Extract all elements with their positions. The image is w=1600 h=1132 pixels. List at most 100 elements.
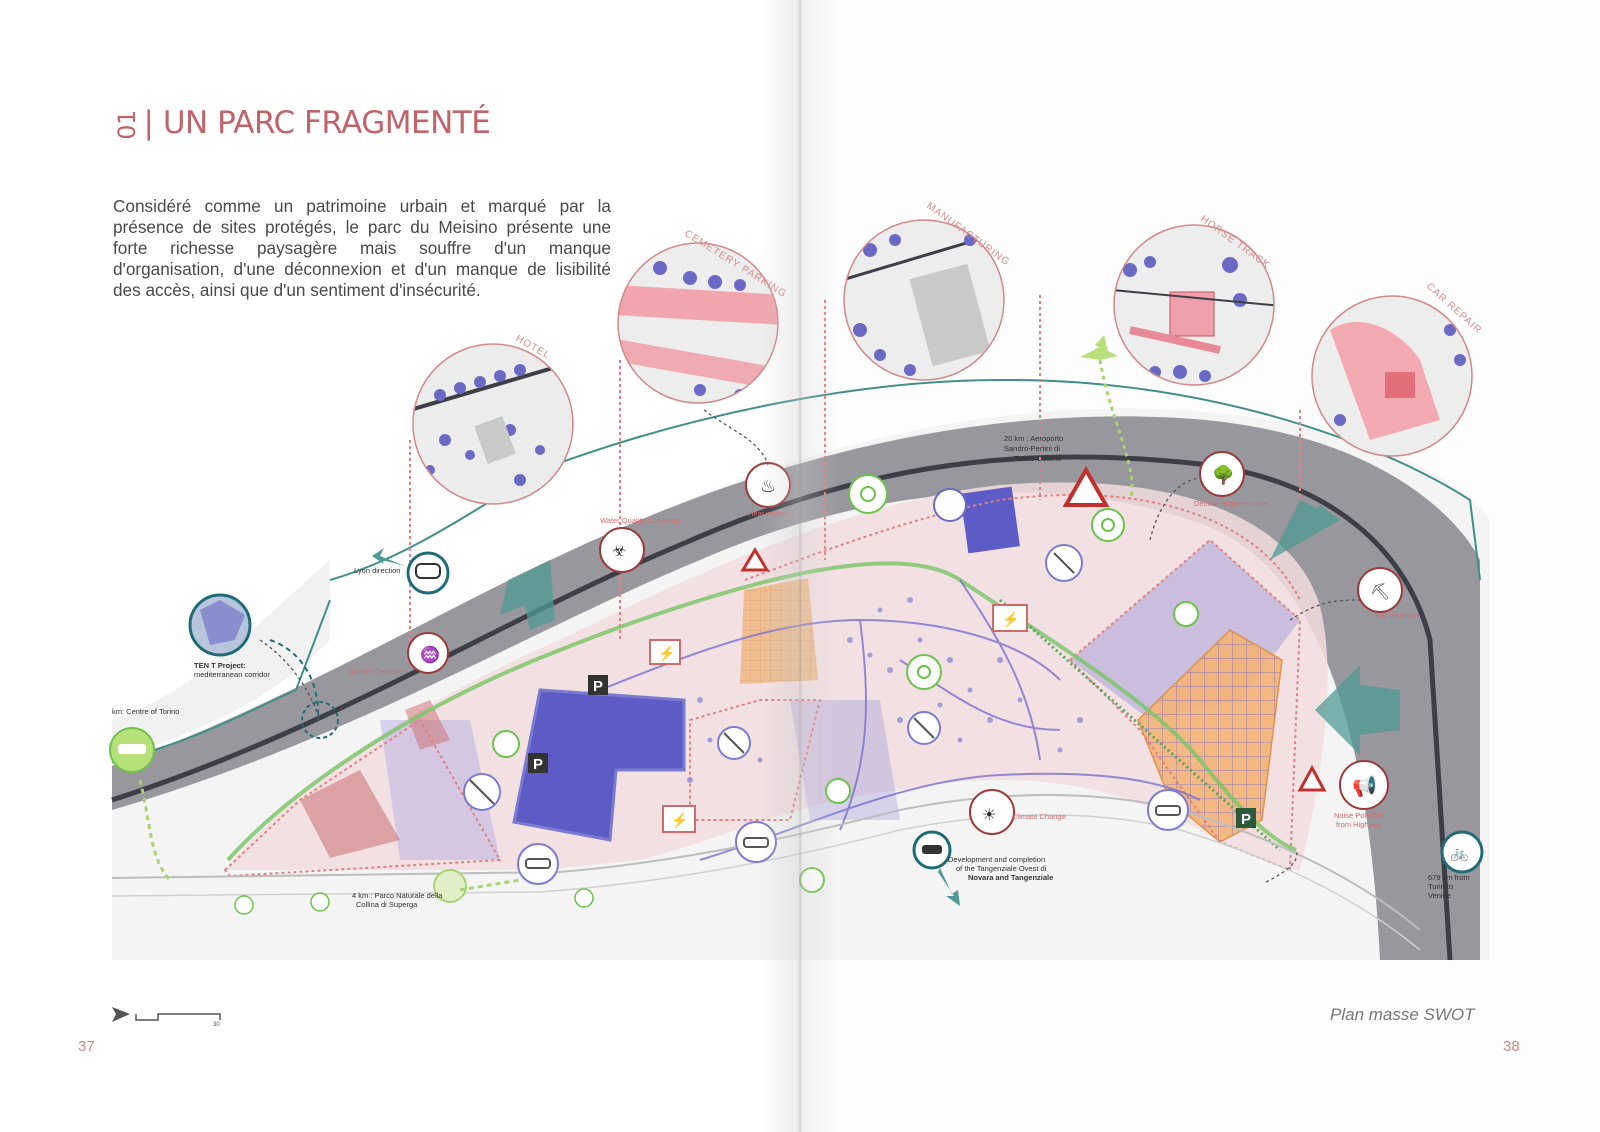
page-number-left: 37 bbox=[78, 1038, 95, 1055]
map-caption: Plan masse SWOT bbox=[1330, 1005, 1475, 1024]
callout-manufacturing bbox=[843, 219, 1005, 381]
car-icon bbox=[109, 727, 155, 773]
globe-icon bbox=[188, 593, 252, 657]
callout-horse-track bbox=[1113, 224, 1275, 386]
green-cover-label: Decline of green cover bbox=[1194, 499, 1270, 508]
tent-label-1: TEN T Project: bbox=[194, 661, 246, 670]
callout-car-repair bbox=[1311, 295, 1473, 457]
svg-text:📢: 📢 bbox=[1352, 774, 1377, 798]
svg-text:🌳: 🌳 bbox=[1212, 464, 1234, 485]
leaf-icon-2 bbox=[1091, 508, 1125, 542]
tent-label-2: mediterranean corridor bbox=[194, 670, 270, 679]
parking-icon: P bbox=[588, 675, 608, 695]
dev-label-3: Novara and Tangenziale bbox=[968, 873, 1053, 882]
dev-label-2: of the Tangenziale Ovest di bbox=[956, 864, 1047, 873]
electric-icon-2: ⚡ bbox=[992, 604, 1028, 632]
hotel-zone-2 bbox=[405, 700, 450, 750]
leaf-icon-6 bbox=[1173, 601, 1199, 627]
book-gutter bbox=[760, 0, 840, 1132]
parking-label-3: P bbox=[1241, 811, 1251, 828]
teal-dashed-ring bbox=[301, 701, 339, 739]
centre-label: km: Centre of Torino bbox=[112, 707, 179, 716]
soil-icon: ⛏ bbox=[1357, 567, 1403, 613]
svg-text:⚡: ⚡ bbox=[658, 645, 675, 662]
water-quality-label: Water Quality Concerns bbox=[600, 516, 680, 525]
megaphone-icon: 📢 bbox=[1339, 760, 1389, 810]
airport-label-3: Torino Caselle bbox=[1014, 454, 1062, 463]
no-walking-icon bbox=[463, 773, 501, 811]
lyon-arrow bbox=[372, 548, 405, 566]
intro-paragraph: Considéré comme un patrimoine urbain et … bbox=[113, 196, 611, 300]
no-walking-icon-2 bbox=[717, 726, 751, 760]
svg-text:🚲: 🚲 bbox=[1450, 845, 1469, 862]
leaf-icon-8 bbox=[433, 869, 467, 903]
hotel-zone bbox=[300, 770, 400, 858]
lyon-label: Lyon direction bbox=[354, 566, 400, 575]
green-dashed-link bbox=[138, 779, 172, 882]
no-walking-icon-3 bbox=[907, 711, 941, 745]
svg-text:⚡: ⚡ bbox=[671, 812, 688, 829]
teal-down-arrow bbox=[938, 868, 960, 906]
teal-dashed-link bbox=[269, 639, 320, 721]
bicycle-icon: 🚲 bbox=[1440, 830, 1484, 874]
svg-text:⚡: ⚡ bbox=[1002, 611, 1019, 628]
dev-label-1: Development and completion bbox=[948, 855, 1045, 864]
green-dashed-link-2 bbox=[459, 878, 521, 892]
warning-icon-right bbox=[1297, 764, 1327, 792]
airport-label-2: Sandro-Pertini di bbox=[1004, 444, 1060, 453]
soil-label: Soil depletion bbox=[1374, 611, 1419, 620]
noise-label-1: Noise Pollution bbox=[1334, 811, 1384, 820]
noise-label-2: from Highway bbox=[1336, 820, 1382, 829]
airport-label-1: 20 km : Aeroporto bbox=[1004, 434, 1063, 443]
callout-hotel bbox=[412, 343, 574, 505]
climate-label: Climate Change bbox=[1012, 812, 1066, 821]
parking-icon-3: P bbox=[1236, 808, 1256, 828]
warning-icon bbox=[1062, 465, 1110, 507]
aquifer-icon: ♒ bbox=[407, 632, 449, 674]
parking-label-1: P bbox=[593, 678, 603, 695]
plane-icon bbox=[1080, 335, 1134, 501]
climate-icon: ☀ bbox=[969, 789, 1015, 835]
manufacturing-building bbox=[960, 486, 1020, 554]
car-purple-icon bbox=[517, 843, 559, 885]
venice-label-3: Venice bbox=[1428, 891, 1451, 900]
svg-text:⛏: ⛏ bbox=[1370, 583, 1390, 601]
left-bank-ground bbox=[112, 560, 330, 760]
leaf-icon-4 bbox=[492, 730, 520, 758]
teal-arrows bbox=[500, 500, 1400, 755]
green-corridor bbox=[226, 561, 1297, 862]
parking-label-2: P bbox=[533, 756, 543, 773]
train-icon bbox=[406, 551, 450, 595]
svg-text:☣: ☣ bbox=[612, 543, 626, 560]
svg-text:♒: ♒ bbox=[420, 645, 440, 664]
title-text: | UN PARC FRAGMENTÉ bbox=[143, 105, 491, 141]
basin-icon bbox=[933, 488, 967, 522]
superga-label-1: 4 km : Parco Naturale della bbox=[352, 891, 443, 900]
scale-end-label: 30 bbox=[213, 1022, 220, 1028]
bottom-road bbox=[111, 794, 1421, 931]
map-labels: 20 km : Aeroporto Sandro-Pertini di Tori… bbox=[112, 434, 1470, 909]
leaf-icon-3 bbox=[906, 654, 942, 690]
no-walking-icon-4 bbox=[1045, 544, 1083, 582]
venice-label-2: Turin to bbox=[1428, 882, 1453, 891]
bus-stop-icon bbox=[234, 888, 594, 915]
page-title: 01| UN PARC FRAGMENTÉ bbox=[112, 105, 491, 141]
electric-icon-3: ⚡ bbox=[662, 805, 696, 833]
svg-text:☀: ☀ bbox=[982, 807, 996, 824]
leaf-icon bbox=[848, 474, 888, 514]
car-purple-icon-3 bbox=[1147, 789, 1189, 831]
electric-icon: ⚡ bbox=[649, 639, 681, 665]
aquifer-label: Aquifer Depletion bbox=[349, 667, 407, 676]
title-number: 01 bbox=[112, 110, 141, 140]
page-number-right: 38 bbox=[1503, 1038, 1520, 1055]
tree-decline-icon: 🌳 bbox=[1199, 451, 1245, 497]
built-zone-purple-3 bbox=[380, 720, 500, 860]
car-teal-icon bbox=[912, 830, 952, 870]
water-quality-icon: ☣ bbox=[599, 527, 645, 573]
parking-icon-2: P bbox=[528, 753, 548, 773]
park-trees bbox=[687, 597, 1083, 783]
parking-lot-block bbox=[512, 688, 686, 842]
venice-label-1: 679 km from bbox=[1428, 873, 1470, 882]
scale-bar-icon: 30 bbox=[112, 1007, 221, 1028]
